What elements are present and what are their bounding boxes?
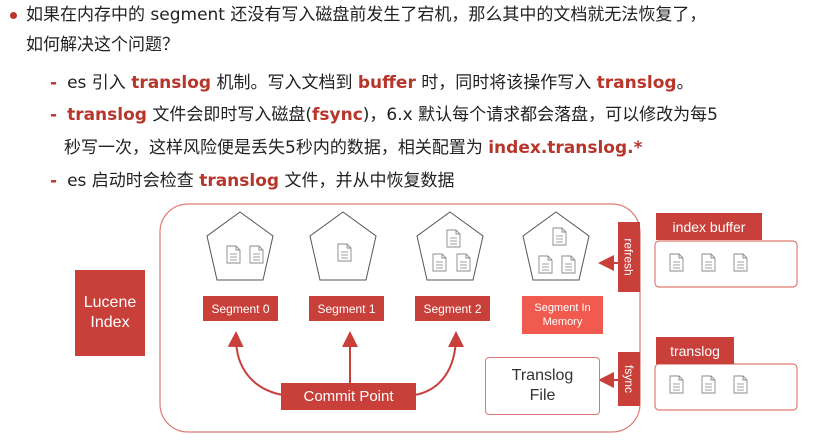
doc-icon [701, 253, 716, 272]
doc-icon [456, 253, 471, 272]
translog-label: translog [656, 337, 734, 364]
doc-icon [226, 245, 241, 264]
sub-bullet-2-line1: -translog 文件会即时写入磁盘(fsync)，6.x 默认每个请求都会落… [50, 105, 718, 125]
doc-icon [432, 253, 447, 272]
dash: - [50, 171, 58, 191]
doc-icon [733, 253, 748, 272]
commit-point-label: Commit Point [281, 383, 416, 410]
translog-box [654, 363, 798, 411]
doc-icon [249, 245, 264, 264]
sub-bullet-1: -es 引入 translog 机制。写入文档到 buffer 时，同时将该操作… [50, 73, 694, 93]
sub-bullet-2-line2: 秒写一次，这样风险便是丢失5秒内的数据，相关配置为 index.translog… [64, 138, 643, 158]
dash: - [50, 105, 58, 125]
sub-bullet-3: -es 启动时会检查 translog 文件，并从中恢复数据 [50, 171, 455, 191]
commit-arrow-seg0 [227, 331, 284, 396]
dash: - [50, 73, 58, 93]
doc-icon [337, 243, 352, 262]
doc-icon [561, 255, 576, 274]
commit-arrow-seg2 [414, 331, 464, 396]
doc-icon [701, 375, 716, 394]
lucene-index-box: Lucene Index [75, 270, 145, 356]
main-bullet-line1: 如果在内存中的 segment 还没有写入磁盘前发生了宕机，那么其中的文档就无法… [26, 5, 707, 25]
doc-icon [538, 255, 553, 274]
refresh-tab: refresh [618, 222, 640, 292]
index-buffer-box [654, 240, 798, 288]
translog-file-box: Translog File [485, 357, 600, 415]
bullet-dot [10, 12, 17, 19]
segment-0-label: Segment 0 [203, 296, 278, 321]
fsync-tab: fsync [618, 352, 640, 406]
main-bullet-line2: 如何解决这个问题？ [26, 35, 179, 55]
doc-icon [446, 229, 461, 248]
doc-icon [733, 375, 748, 394]
index-buffer-label: index buffer [656, 213, 762, 240]
doc-icon [669, 375, 684, 394]
segment-1-label: Segment 1 [309, 296, 384, 321]
doc-icon [552, 227, 567, 246]
doc-icon [669, 253, 684, 272]
segment-2-label: Segment 2 [415, 296, 490, 321]
segment-in-memory-label: Segment In Memory [522, 296, 603, 334]
